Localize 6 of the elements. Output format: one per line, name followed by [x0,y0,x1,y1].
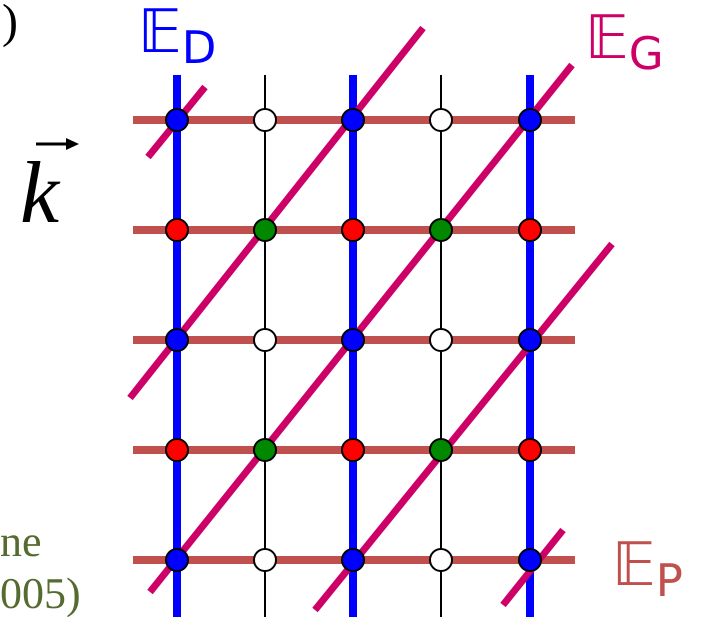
space-label: 𝔼$_{D}$ [138,2,216,62]
vector-symbol: k [20,150,60,238]
space-label: 𝔼$_{G}$ [585,8,664,68]
partial-text: ne [0,520,42,564]
parenthesis: ) [2,0,18,50]
space-label: 𝔼$_{P}$ [612,535,683,595]
